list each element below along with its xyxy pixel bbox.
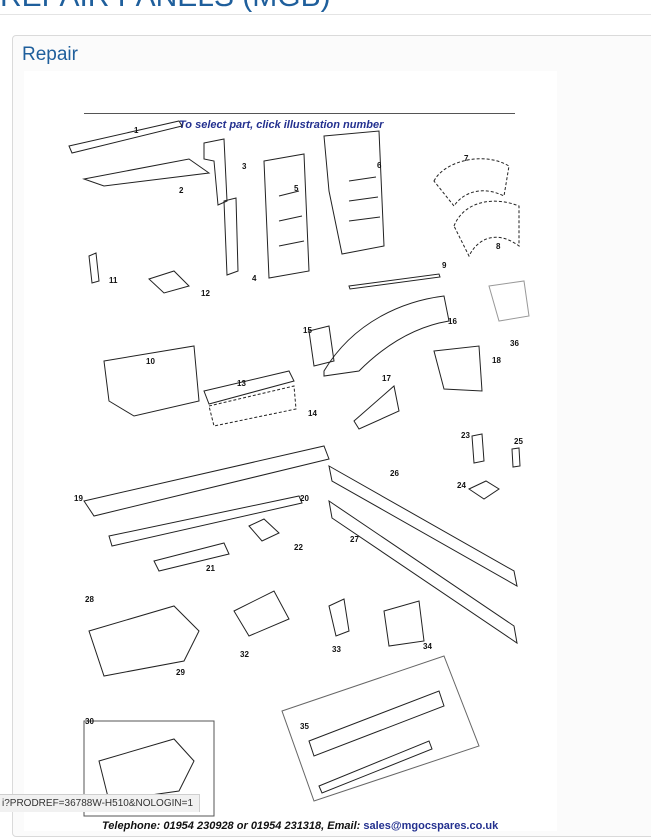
part-number-23[interactable]: 23 [461, 431, 470, 440]
part-20-shape[interactable] [108, 495, 303, 547]
part-16-shape[interactable] [323, 295, 450, 377]
part-12-shape[interactable] [148, 270, 190, 294]
part-27-shape[interactable] [328, 499, 518, 645]
part-number-36[interactable]: 36 [510, 339, 519, 348]
email-link[interactable]: sales@mgocspares.co.uk [363, 820, 499, 832]
phone-2: 01954 231318, [250, 820, 325, 832]
part-9-shape[interactable] [348, 273, 441, 290]
part-1-shape[interactable] [68, 120, 183, 154]
status-bar-url: i?PRODREF=36788W-H510&NOLOGIN=1 [0, 794, 201, 812]
part-number-13[interactable]: 13 [237, 379, 246, 388]
part-number-4[interactable]: 4 [252, 274, 257, 283]
part-number-29[interactable]: 29 [176, 668, 185, 677]
part-number-1[interactable]: 1 [134, 126, 139, 135]
part-25-shape[interactable] [511, 447, 521, 468]
part-number-15[interactable]: 15 [303, 326, 312, 335]
part-number-6[interactable]: 6 [377, 161, 382, 170]
part-23-shape[interactable] [471, 433, 485, 464]
part-36-shape[interactable] [488, 280, 530, 322]
part-number-14[interactable]: 14 [308, 409, 317, 418]
part-34-shape[interactable] [383, 600, 425, 647]
part-26-shape[interactable] [328, 465, 518, 587]
parts-diagram: 1234567891011121314151617181920212223242… [68, 120, 530, 817]
part-number-11[interactable]: 11 [109, 276, 118, 285]
part-14-shape[interactable] [208, 385, 297, 427]
part-number-2[interactable]: 2 [179, 186, 184, 195]
part-21-shape[interactable] [153, 542, 230, 572]
part-6-shape[interactable] [323, 130, 385, 255]
part-8-shape[interactable] [453, 200, 520, 258]
part-number-32[interactable]: 32 [240, 650, 249, 659]
part-2-shape[interactable] [82, 158, 211, 187]
part-33-shape[interactable] [328, 598, 350, 637]
part-17-shape[interactable] [353, 385, 400, 430]
part-number-18[interactable]: 18 [492, 356, 501, 365]
telephone-label: Telephone: [102, 820, 161, 832]
part-number-21[interactable]: 21 [206, 564, 215, 573]
panel-heading: Repair [22, 44, 78, 65]
part-number-20[interactable]: 20 [300, 494, 309, 503]
part-13-shape[interactable] [203, 370, 295, 405]
divider-line [84, 113, 515, 114]
part-number-25[interactable]: 25 [514, 437, 523, 446]
part-32-shape[interactable] [233, 590, 290, 637]
page-title: REPAIR PANELS (MGB) [0, 0, 331, 14]
part-35-box[interactable] [281, 655, 480, 802]
instruction-text: To select part, click illustration numbe… [179, 119, 384, 131]
part-11-shape[interactable] [88, 252, 100, 284]
part-number-34[interactable]: 34 [423, 642, 432, 651]
part-number-5[interactable]: 5 [294, 184, 299, 193]
top-header-strip: REPAIR PANELS (MGB) [0, 0, 651, 15]
part-15-shape[interactable] [308, 325, 335, 367]
part-31-shape[interactable] [98, 738, 195, 802]
part-number-10[interactable]: 10 [146, 357, 155, 366]
part-3-shape[interactable] [203, 138, 228, 206]
part-number-30[interactable]: 30 [85, 717, 94, 726]
part-number-27[interactable]: 27 [350, 535, 359, 544]
part-number-9[interactable]: 9 [442, 261, 447, 270]
part-number-7[interactable]: 7 [464, 154, 469, 163]
part-24-shape[interactable] [467, 480, 500, 500]
part-number-12[interactable]: 12 [201, 289, 210, 298]
part-5-shape[interactable] [263, 153, 310, 279]
part-22-shape[interactable] [248, 518, 280, 542]
part-number-8[interactable]: 8 [496, 242, 501, 251]
or-text: or [236, 820, 248, 832]
repair-panel: Repair To select part, click illustratio… [12, 35, 651, 837]
part-19-shape[interactable] [83, 445, 330, 517]
part-number-26[interactable]: 26 [390, 469, 399, 478]
part-number-33[interactable]: 33 [332, 645, 341, 654]
part-number-16[interactable]: 16 [448, 317, 457, 326]
email-label: Email: [327, 820, 361, 832]
part-18-shape[interactable] [433, 345, 483, 392]
contact-footer: Telephone: 01954 230928 or 01954 231318,… [102, 820, 498, 832]
part-10-shape[interactable] [103, 345, 200, 417]
part-number-28[interactable]: 28 [85, 595, 94, 604]
part-7-shape[interactable] [433, 158, 510, 207]
parts-illustration: To select part, click illustration numbe… [24, 71, 557, 832]
part-29-shape[interactable] [88, 605, 200, 677]
part-number-17[interactable]: 17 [382, 374, 391, 383]
part-number-22[interactable]: 22 [294, 543, 303, 552]
part-4-shape[interactable] [223, 197, 239, 276]
part-number-35[interactable]: 35 [300, 722, 309, 731]
part-number-24[interactable]: 24 [457, 481, 466, 490]
part-number-19[interactable]: 19 [74, 494, 83, 503]
phone-1: 01954 230928 [163, 820, 234, 832]
part-number-3[interactable]: 3 [242, 162, 247, 171]
